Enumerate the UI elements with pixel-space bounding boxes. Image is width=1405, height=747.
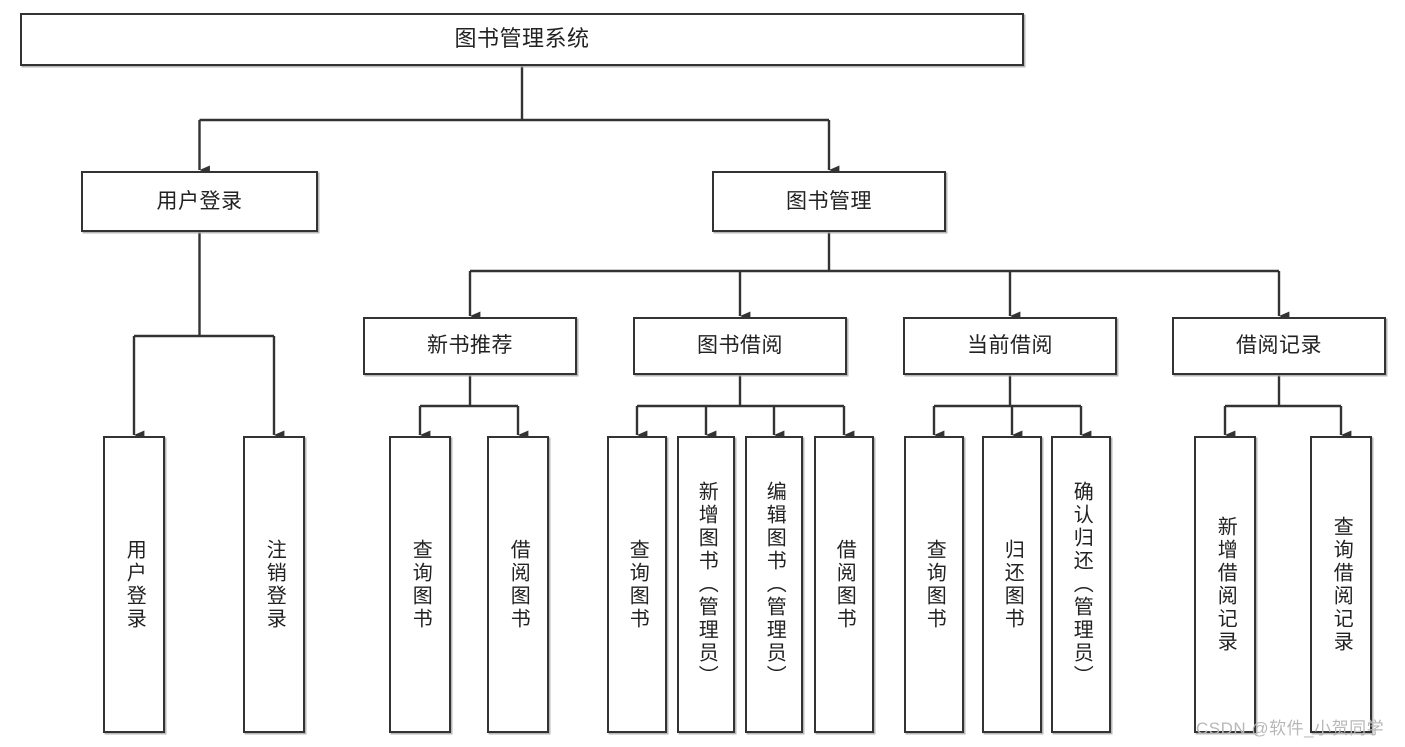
node-label: 查询图书 (923, 538, 946, 631)
node-label: 查询图书 (409, 538, 432, 631)
node-label: 编辑图书（管理员） (763, 481, 786, 688)
node-label: 图书管理 (786, 189, 872, 213)
node-label: 归还图书 (1001, 538, 1024, 631)
node-leaf-query-book-3[interactable]: 查询图书 (904, 436, 964, 733)
node-book-manage[interactable]: 图书管理 (712, 171, 946, 232)
node-label: 新增图书（管理员） (695, 481, 718, 688)
node-leaf-user-logout[interactable]: 注销登录 (243, 436, 305, 733)
node-label: 图书管理系统 (454, 26, 590, 52)
node-label: 确认归还（管理员） (1070, 481, 1093, 688)
node-root[interactable]: 图书管理系统 (20, 13, 1024, 66)
node-borrow-record[interactable]: 借阅记录 (1172, 317, 1386, 375)
node-leaf-user-login[interactable]: 用户登录 (103, 436, 165, 733)
node-label: 查询借阅记录 (1330, 515, 1353, 654)
node-leaf-borrow-book-2[interactable]: 借阅图书 (814, 436, 874, 733)
node-leaf-add-book[interactable]: 新增图书（管理员） (677, 436, 735, 733)
node-leaf-add-record[interactable]: 新增借阅记录 (1194, 436, 1256, 733)
node-current-borrow[interactable]: 当前借阅 (903, 317, 1117, 375)
node-label: 借阅图书 (833, 538, 856, 631)
node-leaf-edit-book[interactable]: 编辑图书（管理员） (745, 436, 803, 733)
node-label: 注销登录 (263, 538, 286, 631)
node-label: 当前借阅 (967, 334, 1053, 358)
node-new-book-rec[interactable]: 新书推荐 (363, 317, 577, 375)
node-leaf-confirm-return[interactable]: 确认归还（管理员） (1051, 436, 1111, 733)
node-user-login[interactable]: 用户登录 (81, 171, 318, 232)
node-label: 图书借阅 (697, 334, 783, 358)
node-leaf-query-record[interactable]: 查询借阅记录 (1310, 436, 1372, 733)
node-book-borrow[interactable]: 图书借阅 (633, 317, 847, 375)
node-leaf-query-book-1[interactable]: 查询图书 (389, 436, 451, 733)
node-leaf-return-book[interactable]: 归还图书 (982, 436, 1042, 733)
node-label: 借阅图书 (507, 538, 530, 631)
node-label: 用户登录 (156, 189, 243, 213)
node-label: 借阅记录 (1236, 334, 1322, 358)
csdn-watermark: CSDN @软件_小贺同学 (1196, 719, 1385, 738)
node-label: 用户登录 (123, 538, 146, 631)
node-leaf-borrow-book-1[interactable]: 借阅图书 (487, 436, 549, 733)
node-label: 新书推荐 (427, 334, 513, 358)
node-label: 新增借阅记录 (1214, 515, 1237, 654)
node-label: 查询图书 (626, 538, 649, 631)
node-leaf-query-book-2[interactable]: 查询图书 (607, 436, 667, 733)
